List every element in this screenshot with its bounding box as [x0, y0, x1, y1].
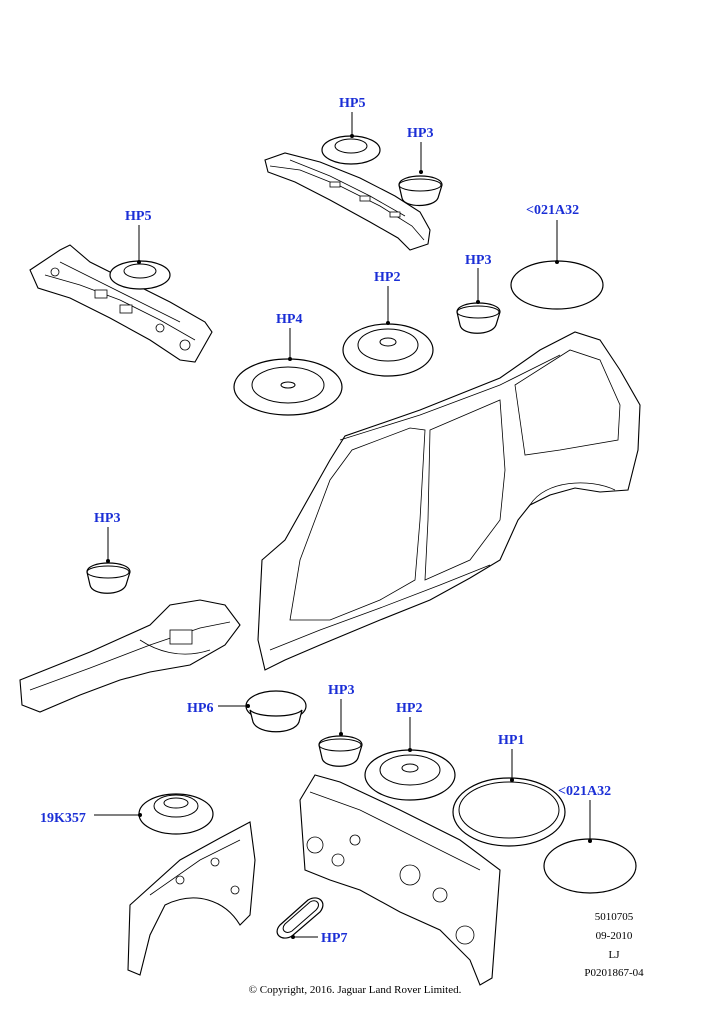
roof-cross-member — [264, 152, 431, 251]
callout-hp2-top: HP2 — [374, 270, 400, 285]
part-code: P0201867-04 — [584, 967, 644, 979]
callout-hp3-top: HP3 — [407, 126, 433, 141]
ref-number: 5010705 — [595, 911, 634, 923]
plug-hp5-top — [321, 135, 381, 165]
patch-021a32-bottom — [543, 838, 637, 894]
plug-hp7 — [276, 897, 324, 939]
plug-hp3-bottom — [318, 735, 363, 767]
callout-021a32-top: <021A32 — [526, 203, 579, 218]
chassis-rail — [19, 599, 241, 713]
body-side-panel — [257, 331, 641, 671]
grommet-19k357 — [138, 793, 214, 835]
author-initials: LJ — [609, 949, 621, 961]
plug-hp5-left — [109, 260, 171, 290]
cowl-cross-member — [29, 244, 213, 363]
callout-hp3-mid: HP3 — [465, 253, 491, 268]
callout-19k357: 19K357 — [40, 811, 86, 826]
callout-hp7: HP7 — [321, 931, 347, 946]
callout-hp3-left: HP3 — [94, 511, 120, 526]
dash-panel — [299, 774, 501, 986]
plug-hp3-top — [398, 175, 443, 207]
copyright-notice: © Copyright, 2016. Jaguar Land Rover Lim… — [249, 984, 462, 996]
diagram-date: 09-2010 — [596, 930, 633, 942]
plug-hp3-mid — [456, 302, 501, 334]
plug-hp1 — [452, 777, 566, 847]
callout-hp5-top: HP5 — [339, 96, 365, 111]
callout-hp5-left: HP5 — [125, 209, 151, 224]
callout-hp4: HP4 — [276, 312, 302, 327]
callout-021a32-bottom: <021A32 — [558, 784, 611, 799]
plug-hp2-bottom — [364, 749, 456, 801]
plug-hp3-left — [86, 562, 131, 594]
plug-hp6 — [245, 690, 307, 733]
patch-021a32-top — [510, 260, 604, 310]
wheel-house-inner — [127, 821, 256, 976]
callout-hp3-bottom: HP3 — [328, 683, 354, 698]
leader-lines — [94, 112, 592, 939]
callout-hp6: HP6 — [187, 701, 213, 716]
callout-hp2-bottom: HP2 — [396, 701, 422, 716]
plug-hp4 — [233, 358, 343, 416]
plug-hp2-top — [342, 323, 434, 377]
callout-hp1: HP1 — [498, 733, 524, 748]
